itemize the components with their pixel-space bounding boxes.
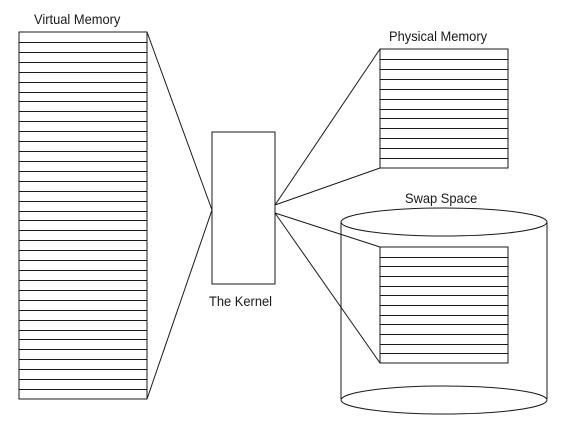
virtual-to-kernel-bottom-line (146, 209, 213, 400)
cylinder-top-ellipse (340, 207, 548, 237)
kernel-to-physical-bottom-line (274, 167, 381, 206)
virtual-memory-label: Virtual Memory (34, 11, 121, 27)
virtual-to-kernel-top-line (146, 31, 213, 211)
kernel-label: The Kernel (209, 293, 273, 309)
swap-space-block (379, 246, 509, 364)
virtual-memory-block (18, 31, 148, 400)
physical-memory-rows (380, 59, 508, 159)
cylinder-bottom-ellipse (340, 385, 548, 415)
swap-space-label: Swap Space (405, 190, 478, 206)
physical-memory-block (379, 48, 509, 169)
physical-memory-frame (379, 48, 509, 169)
kernel-to-physical-connector (274, 48, 381, 206)
kernel-to-physical-top-line (274, 48, 381, 206)
virtual-to-kernel-connector (146, 31, 213, 400)
physical-memory-label: Physical Memory (389, 28, 488, 44)
swap-space-cylinder (340, 207, 548, 415)
kernel-to-swap-bottom-line (274, 212, 381, 364)
swap-space-rows (380, 257, 508, 354)
virtual-memory-frame (18, 31, 148, 400)
virtual-memory-rows (19, 42, 147, 390)
kernel-to-swap-connector (274, 212, 381, 364)
kernel-box (211, 131, 276, 285)
kernel-to-swap-top-line (274, 212, 381, 248)
